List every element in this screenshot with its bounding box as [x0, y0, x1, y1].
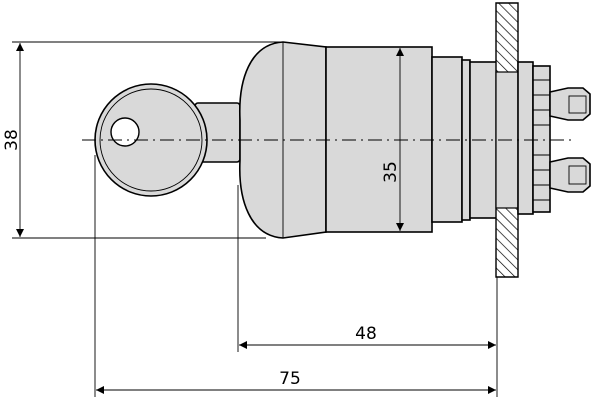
- extension-lines: [12, 41, 498, 397]
- fixing-flange: [517, 61, 534, 215]
- dim-label-38: 38: [2, 129, 22, 151]
- key-bow-inner-edge: [99, 88, 203, 192]
- key-hole: [110, 117, 140, 147]
- dimension-48: 48: [239, 324, 496, 349]
- dim-label-75: 75: [279, 369, 301, 389]
- dimension-35: 35: [381, 48, 404, 231]
- dim-label-35: 35: [381, 161, 401, 183]
- terminal-upper: [549, 87, 591, 121]
- dimension-38: 38: [2, 43, 25, 237]
- contact-block: [517, 61, 591, 215]
- dimension-75: 75: [96, 369, 496, 394]
- terminal-lower: [549, 157, 591, 193]
- fixing-nut: [532, 65, 551, 213]
- dim-label-48: 48: [355, 324, 377, 344]
